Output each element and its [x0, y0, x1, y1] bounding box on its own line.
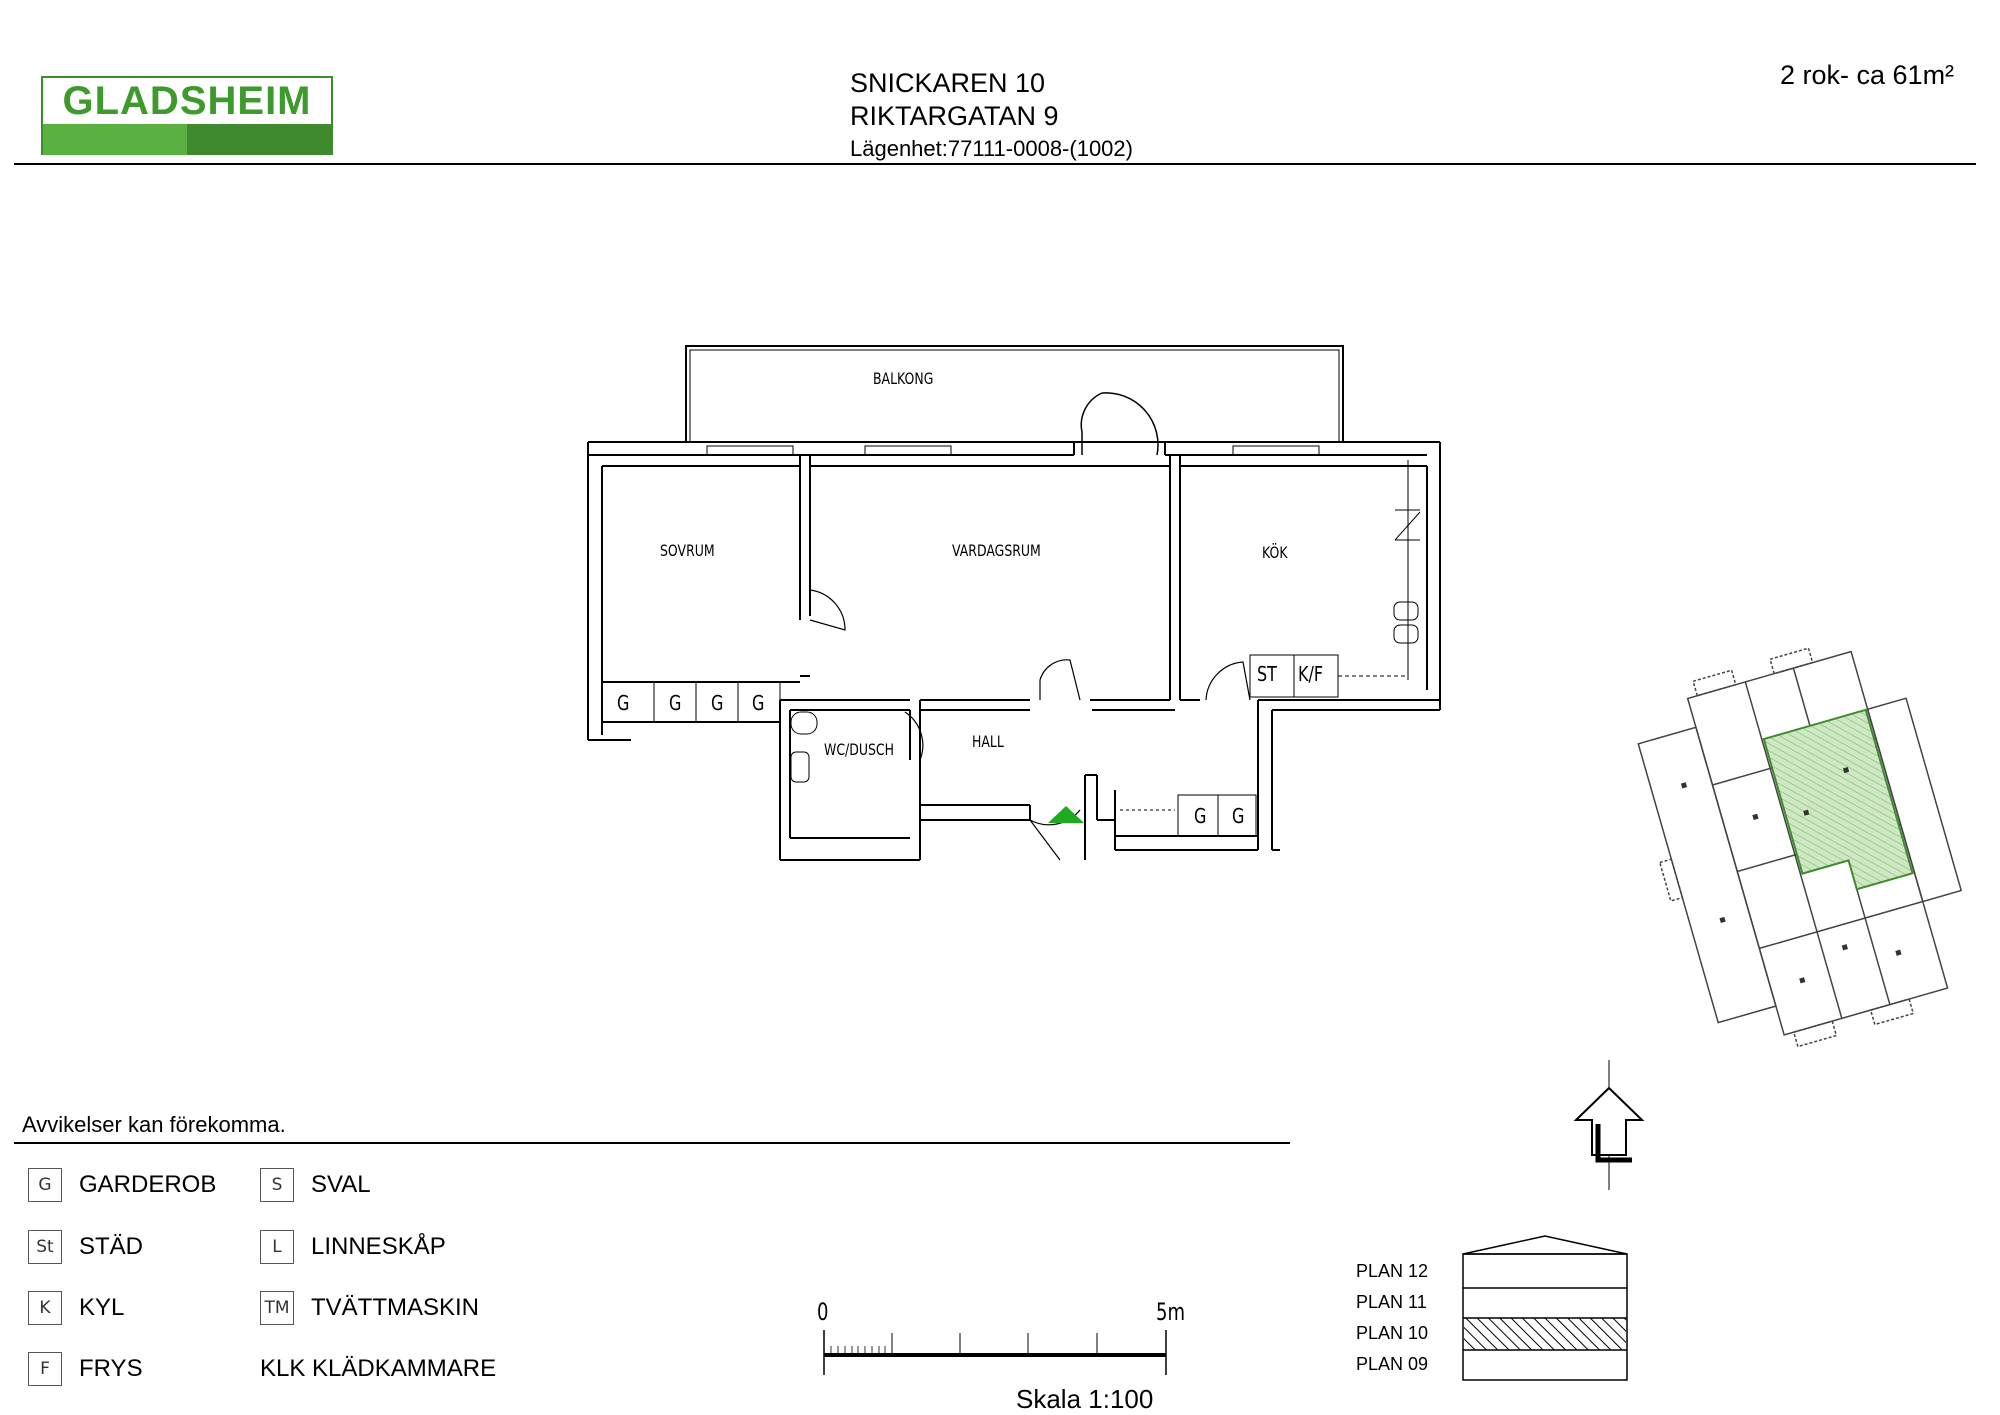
- legend-label: SVAL: [311, 1171, 371, 1198]
- room-label-hall: HALL: [972, 732, 1004, 751]
- floor-label-10: PLAN 10: [1356, 1323, 1429, 1343]
- room-label-bedroom: SOVRUM: [660, 541, 715, 560]
- legend-code: S: [260, 1168, 294, 1202]
- gladsheim-logo: GLADSHEIM: [41, 76, 333, 155]
- plan-cabinet-g-1: G: [617, 691, 630, 715]
- legend-code: L: [260, 1230, 294, 1264]
- room-label-living: VARDAGSRUM: [952, 541, 1041, 560]
- scale-caption: Skala 1:100: [1016, 1384, 1154, 1414]
- plan-cabinet-g-5: G: [1194, 804, 1207, 828]
- floor-label-11: PLAN 11: [1356, 1292, 1427, 1312]
- plan-cabinet-kf: K/F: [1298, 662, 1324, 686]
- legend-label: TVÄTTMASKIN: [311, 1294, 480, 1321]
- header-divider: [14, 163, 1976, 165]
- legend-code: TM: [260, 1291, 294, 1325]
- legend-label: STÄD: [79, 1233, 144, 1260]
- logo-bar-light: [43, 124, 187, 155]
- room-label-bath: WC/DUSCH: [824, 740, 895, 759]
- logo-text: GLADSHEIM: [43, 78, 331, 124]
- balcony-outline: [685, 345, 1344, 443]
- floor-indicator: [1462, 1235, 1628, 1381]
- plan-cabinet-g-6: G: [1232, 804, 1245, 828]
- building-key-plan: [1637, 647, 1963, 1048]
- legend-label: GARDEROB: [79, 1171, 217, 1198]
- property-name: SNICKAREN 10: [850, 68, 1046, 98]
- legend-label: KLK KLÄDKAMMARE: [260, 1355, 497, 1382]
- disclaimer: Avvikelser kan förekomma.: [22, 1112, 286, 1137]
- legend-code: St: [28, 1230, 62, 1264]
- legend-code: K: [28, 1291, 62, 1325]
- plan-cabinet-g-2: G: [669, 691, 682, 715]
- floor-label-09: PLAN 09: [1356, 1354, 1429, 1374]
- logo-bar-dark: [187, 124, 331, 155]
- scale-start: 0: [817, 1298, 829, 1326]
- plan-cabinet-g-4: G: [752, 691, 765, 715]
- plan-cabinet-st: ST: [1257, 662, 1277, 686]
- apartment-number: Lägenhet:77111-0008-(1002): [850, 136, 1133, 161]
- north-arrow: [1573, 1060, 1645, 1190]
- room-label-balcony: BALKONG: [873, 369, 934, 388]
- floor-label-12: PLAN 12: [1356, 1261, 1429, 1281]
- legend-label: FRYS: [79, 1355, 143, 1382]
- street-address: RIKTARGATAN 9: [850, 101, 1059, 131]
- legend-label: KYL: [79, 1294, 125, 1321]
- entrance-marker: [1048, 806, 1084, 823]
- legend-label: LINNESKÅP: [311, 1233, 446, 1260]
- legend-code: F: [28, 1352, 62, 1386]
- legend-divider: [14, 1142, 1290, 1144]
- room-label-kitchen: KÖK: [1262, 543, 1288, 562]
- current-floor-hatch: [1464, 1318, 1626, 1350]
- apartment-size: 2 rok- ca 61m²: [1780, 60, 1955, 90]
- scale-end: 5m: [1156, 1298, 1185, 1326]
- plan-cabinet-g-3: G: [711, 691, 724, 715]
- legend-code: G: [28, 1168, 62, 1202]
